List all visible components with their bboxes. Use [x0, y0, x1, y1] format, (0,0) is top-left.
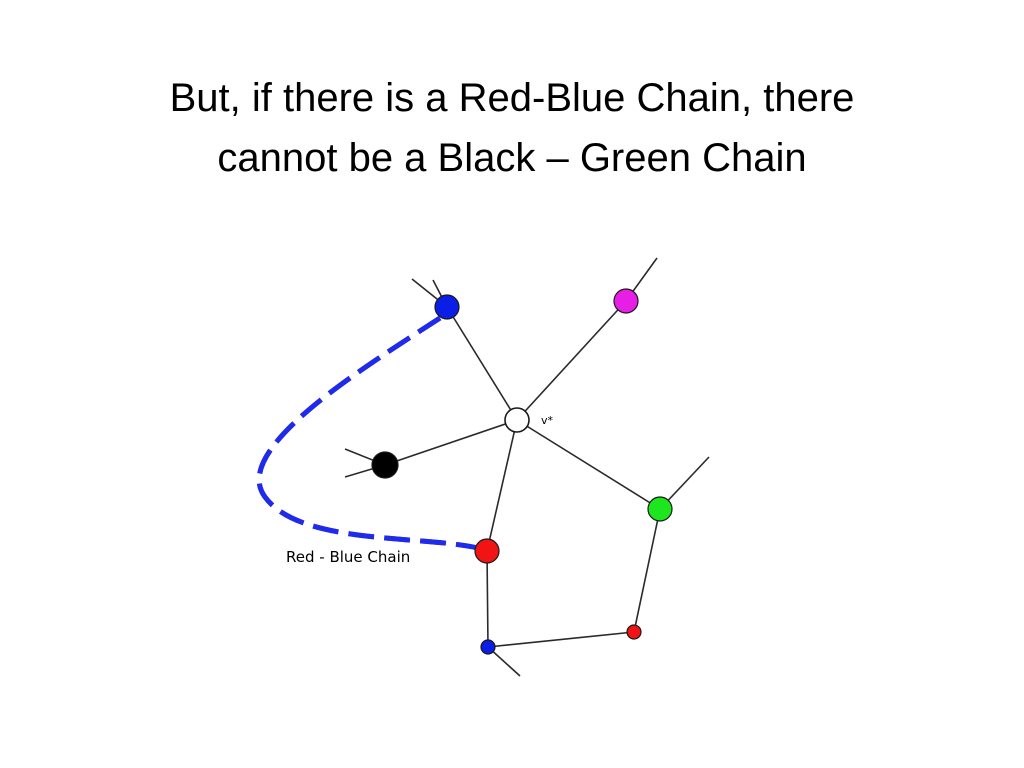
vertex-small-red — [626, 624, 642, 640]
center-vertex-label: v* — [541, 414, 554, 427]
chain-curve-blue — [256, 315, 479, 551]
edge-smallblue-smallred — [487, 631, 635, 648]
graph-vertices — [371, 288, 673, 655]
vertex-black — [371, 451, 399, 479]
chain-label: Red - Blue Chain — [286, 548, 410, 566]
vertex-small-blue — [480, 639, 496, 655]
vertex-red — [474, 538, 500, 564]
vertex-magenta — [613, 288, 639, 314]
vertex-green — [647, 496, 673, 522]
title-line-1: But, if there is a Red-Blue Chain, there — [169, 76, 855, 120]
edge-magenta-center — [516, 300, 627, 421]
vertex-center — [504, 407, 530, 433]
slide-title: But, if there is a Red-Blue Chain, there… — [60, 68, 964, 188]
edge-smallred-green — [633, 508, 661, 633]
edge-black-center — [384, 419, 518, 466]
chain-curve-gap-cover — [256, 315, 479, 551]
edge-red-center — [486, 419, 518, 552]
vertex-blue — [434, 294, 460, 320]
edge-red-smallblue — [486, 550, 489, 648]
red-blue-chain-path — [256, 315, 479, 551]
edge-green-center — [516, 419, 661, 510]
chain-curve-red — [256, 315, 479, 551]
graph-edges — [344, 257, 710, 677]
edge-blue-center — [446, 306, 518, 421]
title-line-2: cannot be a Black – Green Chain — [217, 136, 807, 180]
